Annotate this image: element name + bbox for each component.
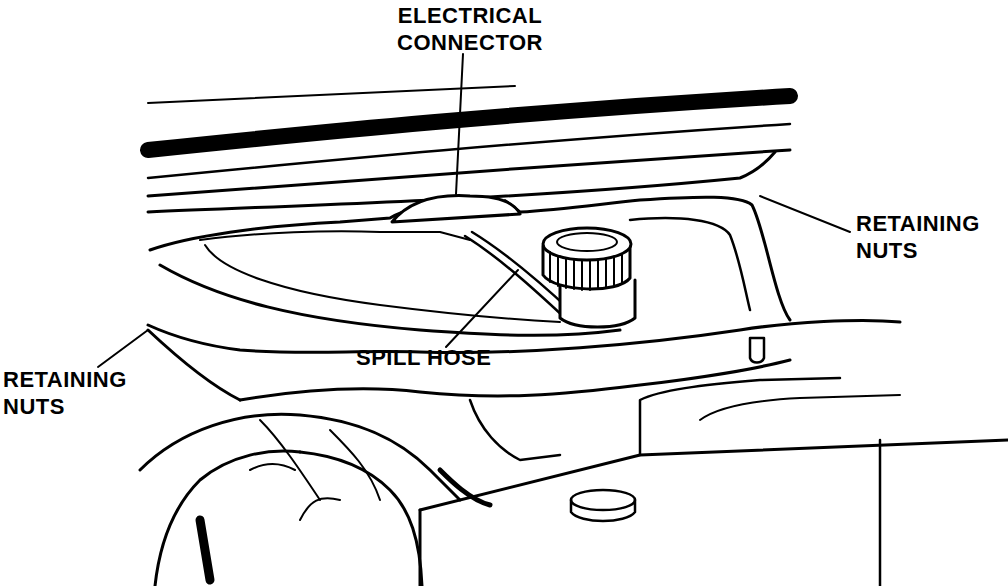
part-label: RETAINING NUTS xyxy=(856,210,1004,264)
part-label: ELECTRICAL CONNECTOR xyxy=(370,2,570,56)
part-label: RETAINING NUTS xyxy=(3,366,151,420)
part-label: SPILL HOSE xyxy=(356,344,616,371)
